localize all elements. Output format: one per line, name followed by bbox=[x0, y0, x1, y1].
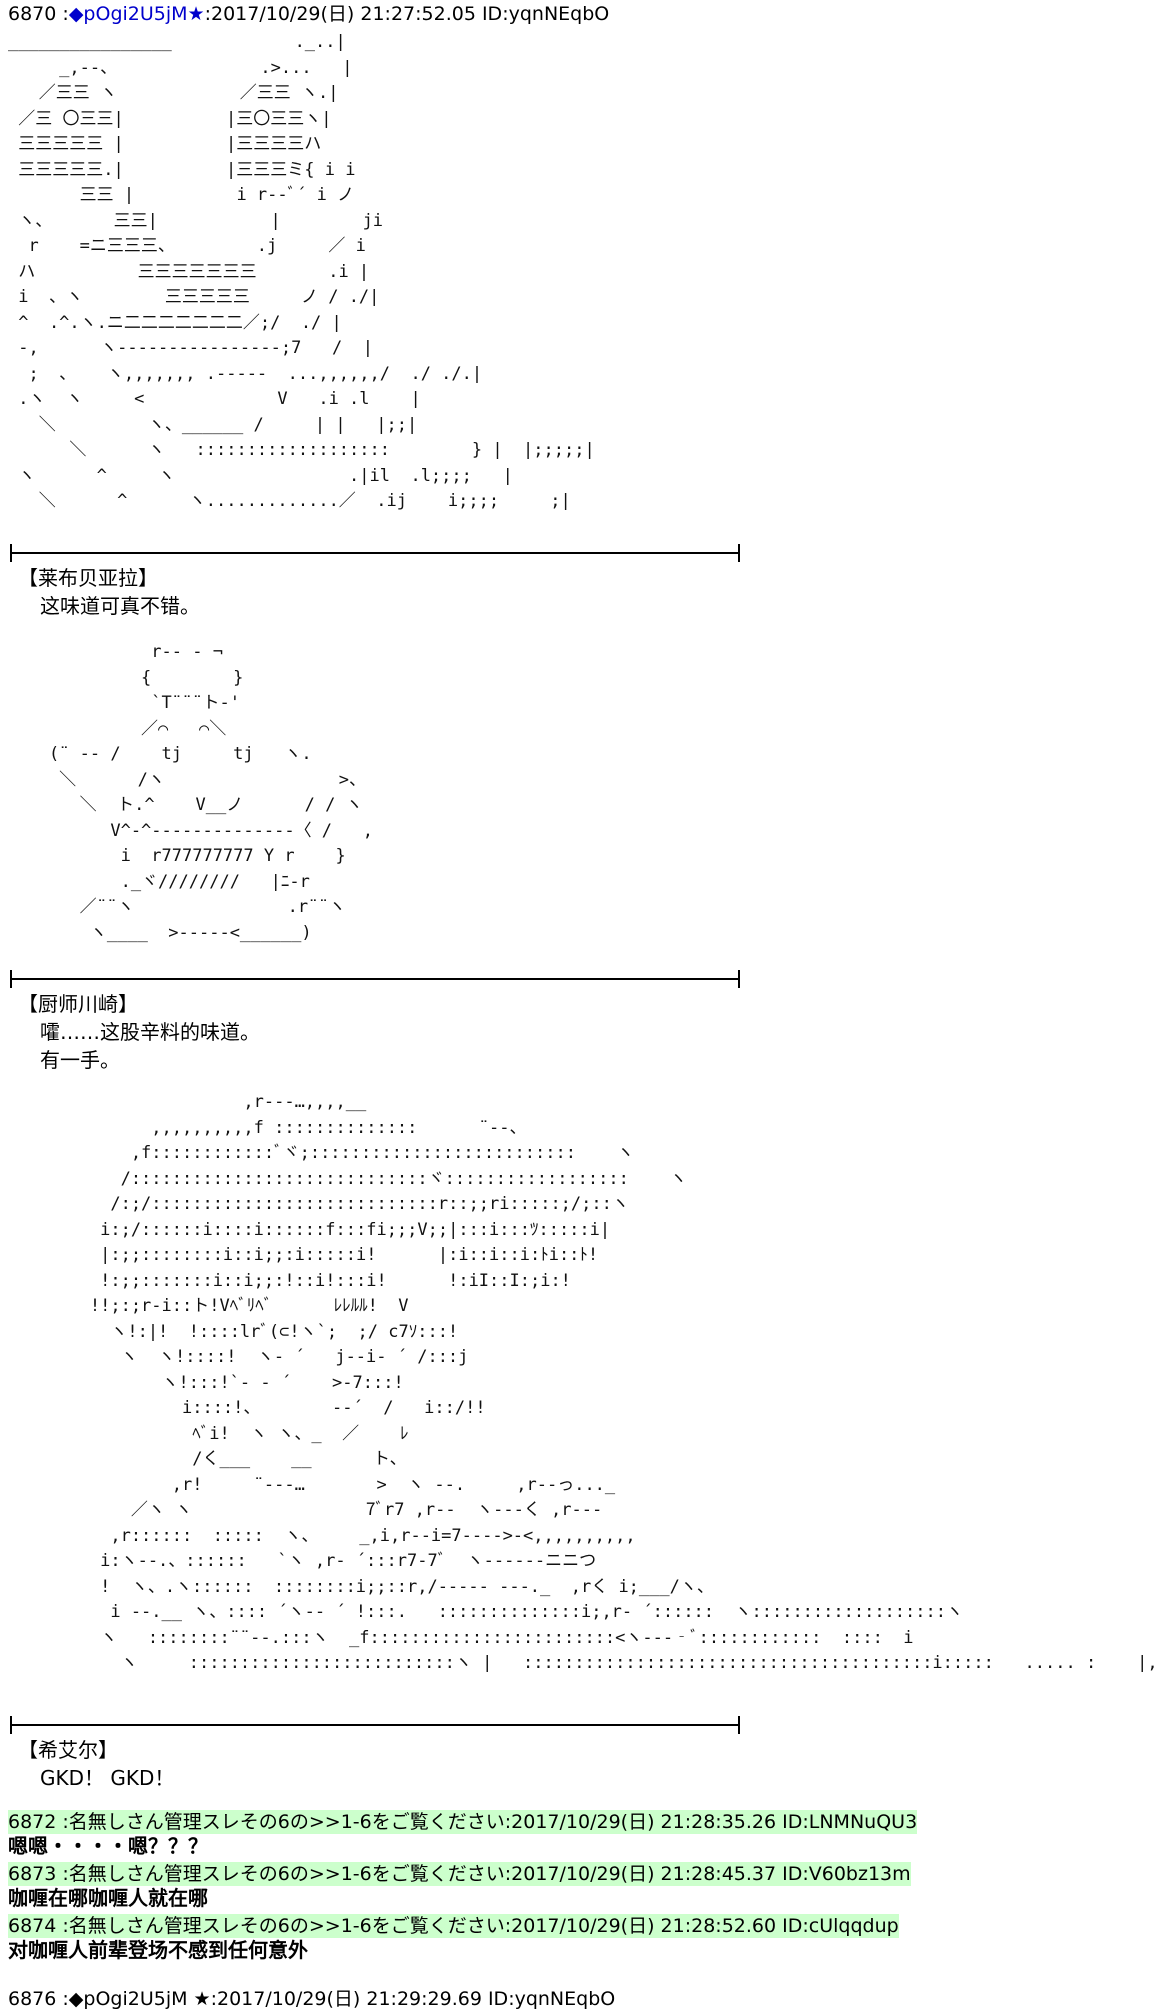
reply-body: 咖喱在哪咖喱人就在哪 bbox=[8, 1886, 208, 1910]
reply-meta[interactable]: 6874 :名無しさん管理スレその6の>>1-6をご覧ください:2017/10/… bbox=[8, 1914, 899, 1938]
speaker-name: 【厨师川崎】 bbox=[18, 992, 138, 1016]
ascii-art-panel-2: r‐‐ ‐ ¬ { } `T¨¨¨ト‐' ／⌒ ⌒＼ (¨ ‐‐ / tj tj… bbox=[48, 642, 373, 943]
ascii-art-panel-3: ,r‐‐‐…,,,,__ ,,,,,,,,,,f :::::::::::::: … bbox=[89, 1092, 1158, 1673]
reply-body: 对咖喱人前辈登场不感到任何意外 bbox=[8, 1938, 308, 1962]
panel-divider bbox=[10, 544, 740, 562]
reply-body: 嗯嗯・・・・嗯？？？ bbox=[8, 1834, 208, 1858]
dialogue-block: 【希艾尔】 GKD！ GKD！ bbox=[18, 1736, 174, 1792]
trip-code: ◆pOgi2U5jM bbox=[68, 3, 188, 25]
panel-divider bbox=[10, 1716, 740, 1734]
dialogue-line: 这味道可真不错。 bbox=[40, 594, 200, 618]
speaker-name: 【莱布贝亚拉】 bbox=[18, 566, 158, 590]
reply-meta[interactable]: 6873 :名無しさん管理スレその6の>>1-6をご覧ください:2017/10/… bbox=[8, 1862, 911, 1886]
dialogue-block: 【莱布贝亚拉】 这味道可真不错。 bbox=[18, 564, 200, 620]
dialogue-line: 有一手。 bbox=[40, 1048, 120, 1072]
reply-meta[interactable]: 6872 :名無しさん管理スレその6の>>1-6をご覧ください:2017/10/… bbox=[8, 1810, 918, 1834]
panel-divider bbox=[10, 970, 740, 988]
post-datetime-id: :2017/10/29(日) 21:27:52.05 ID:yqnNEqbO bbox=[204, 3, 610, 25]
dialogue-line: GKD！ GKD！ bbox=[40, 1766, 175, 1790]
star-icon: ★ bbox=[187, 3, 205, 25]
post-sep: : bbox=[56, 3, 69, 25]
post-number[interactable]: 6870 bbox=[8, 3, 57, 25]
dialogue-block: 【厨师川崎】 嚯……这股辛料的味道。 有一手。 bbox=[18, 990, 260, 1074]
dialogue-line: 嚯……这股辛料的味道。 bbox=[40, 1020, 260, 1044]
reply-post: 6874 :名無しさん管理スレその6の>>1-6をご覧ください:2017/10/… bbox=[8, 1914, 899, 1962]
next-post-header: 6876 :◆pOgi2U5jM ★:2017/10/29(日) 21:29:2… bbox=[8, 1988, 616, 2010]
speaker-name: 【希艾尔】 bbox=[18, 1738, 118, 1762]
post-header: 6870 :◆pOgi2U5jM★:2017/10/29(日) 21:27:52… bbox=[8, 2, 609, 26]
reply-post: 6873 :名無しさん管理スレその6の>>1-6をご覧ください:2017/10/… bbox=[8, 1862, 911, 1910]
reply-post: 6872 :名無しさん管理スレその6の>>1-6をご覧ください:2017/10/… bbox=[8, 1810, 918, 1858]
ascii-art-panel-1: ________________ ._..| _,--、 .>... | ／三三… bbox=[8, 32, 595, 511]
